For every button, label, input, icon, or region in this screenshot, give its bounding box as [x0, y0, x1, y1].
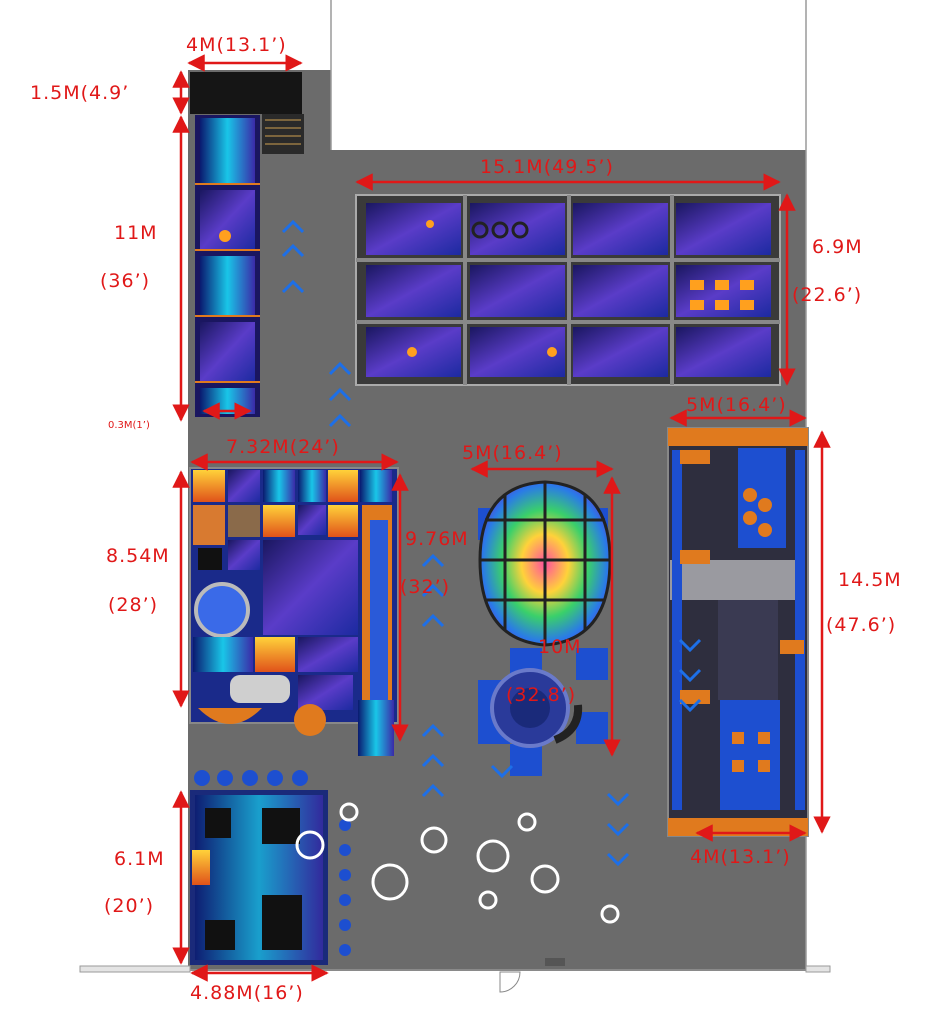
dimension-label: (32.8’) — [506, 684, 577, 706]
ball-pit — [478, 480, 612, 776]
chevron-down-icon — [490, 638, 702, 867]
dimension-label: (22.6’) — [792, 284, 863, 306]
dimension-label: (47.6’) — [826, 614, 897, 636]
dimension-label: 7.32M(24’) — [226, 436, 340, 458]
entry-stairs — [190, 72, 304, 154]
dimension-label: 4M(13.1’) — [186, 34, 287, 56]
dimension-label: (36’) — [100, 270, 151, 292]
dimension-label: 9.76M — [405, 528, 469, 550]
dimension-label: 5M(16.4’) — [686, 394, 787, 416]
dimension-label: 14.5M — [838, 569, 902, 591]
dimension-label: 4M(13.1’) — [690, 846, 791, 868]
dimension-label: 6.1M — [114, 848, 165, 870]
chevron-up-icon — [421, 553, 445, 628]
dimension-label: 11M — [114, 222, 158, 244]
dimension-label: 1.5M(4.9’ — [30, 82, 130, 104]
dimension-lines — [172, 54, 831, 982]
dimension-label: 4.88M(16’) — [190, 982, 304, 1004]
dimension-label: (28’) — [108, 594, 159, 616]
toddler-area — [190, 770, 351, 965]
trampoline-park — [355, 194, 781, 386]
dimension-label: 10M — [538, 636, 582, 658]
ninja-course — [667, 427, 809, 837]
dimension-label: 8.54M — [106, 545, 170, 567]
dimension-label: 15.1M(49.5’) — [480, 156, 614, 178]
dimension-label: 0.3M(1’) — [108, 420, 150, 431]
dimension-label: 6.9M — [812, 236, 863, 258]
dimension-label: (32’) — [400, 576, 451, 598]
dimension-label: 5M(16.4’) — [462, 442, 563, 464]
chevron-up-icon — [281, 219, 305, 294]
neon-corridor — [195, 115, 260, 417]
dimension-label: (20’) — [104, 895, 155, 917]
soft-playground — [189, 467, 399, 756]
floor-circles — [339, 802, 620, 924]
chevron-up-icon — [328, 361, 352, 428]
chevron-up-icon — [421, 723, 445, 798]
